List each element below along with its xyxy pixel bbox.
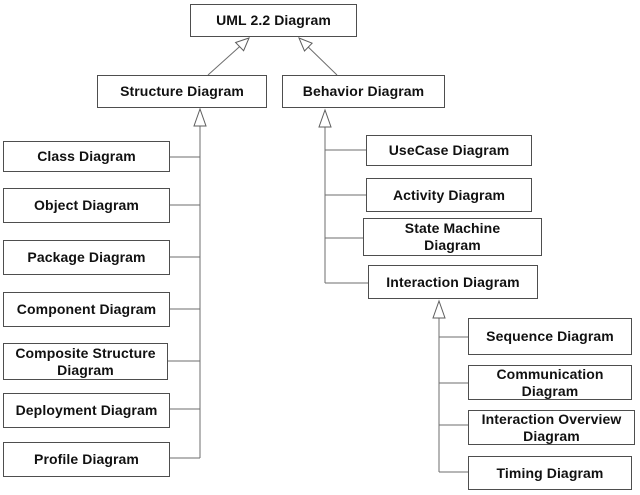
node-object-diagram: Object Diagram <box>3 188 170 223</box>
node-deployment-diagram: Deployment Diagram <box>3 393 170 428</box>
generalization-triangle-icon <box>234 37 250 52</box>
node-structure-diagram: Structure Diagram <box>97 75 267 108</box>
node-label: Timing Diagram <box>496 464 604 481</box>
node-sequence-diagram: Sequence Diagram <box>468 318 632 355</box>
node-label: Communication Diagram <box>496 365 604 399</box>
node-uml-2-2-diagram: UML 2.2 Diagram <box>190 4 357 37</box>
generalization-triangle-icon <box>432 299 446 319</box>
node-label: Interaction Diagram <box>386 273 520 290</box>
edge-structure-to-root <box>207 46 240 76</box>
node-label: State Machine Diagram <box>404 220 501 253</box>
node-label: Composite Structure Diagram <box>15 344 156 378</box>
node-communication-diagram: Communication Diagram <box>468 365 632 400</box>
node-label: Sequence Diagram <box>486 328 614 344</box>
node-interaction-diagram: Interaction Diagram <box>368 265 538 299</box>
node-label: Package Diagram <box>27 249 146 265</box>
node-label: Class Diagram <box>37 148 136 164</box>
edge-behavior-to-root <box>307 46 338 76</box>
node-label: UML 2.2 Diagram <box>216 12 331 28</box>
generalization-triangle-icon <box>318 108 332 128</box>
node-label: Activity Diagram <box>392 186 506 203</box>
node-behavior-diagram: Behavior Diagram <box>282 75 445 108</box>
node-label: Component Diagram <box>16 301 157 317</box>
node-class-diagram: Class Diagram <box>3 141 170 172</box>
node-usecase-diagram: UseCase Diagram <box>366 135 532 166</box>
node-profile-diagram: Profile Diagram <box>3 442 170 477</box>
node-composite-structure-diagram: Composite Structure Diagram <box>3 343 168 380</box>
node-state-machine-diagram: State Machine Diagram <box>363 218 542 256</box>
node-label: Interaction Overview Diagram <box>481 410 622 444</box>
generalization-triangle-icon <box>298 37 313 52</box>
node-component-diagram: Component Diagram <box>3 292 170 327</box>
node-package-diagram: Package Diagram <box>3 240 170 275</box>
node-interaction-overview-diagram: Interaction Overview Diagram <box>468 410 635 445</box>
node-label: Behavior Diagram <box>302 83 425 99</box>
node-label: Profile Diagram <box>34 451 139 467</box>
node-timing-diagram: Timing Diagram <box>468 456 632 490</box>
generalization-triangle-icon <box>193 107 207 127</box>
node-label: Structure Diagram <box>120 83 244 99</box>
node-label: UseCase Diagram <box>388 142 510 158</box>
node-label: Deployment Diagram <box>15 402 158 418</box>
node-activity-diagram: Activity Diagram <box>366 178 532 212</box>
node-label: Object Diagram <box>34 197 139 213</box>
